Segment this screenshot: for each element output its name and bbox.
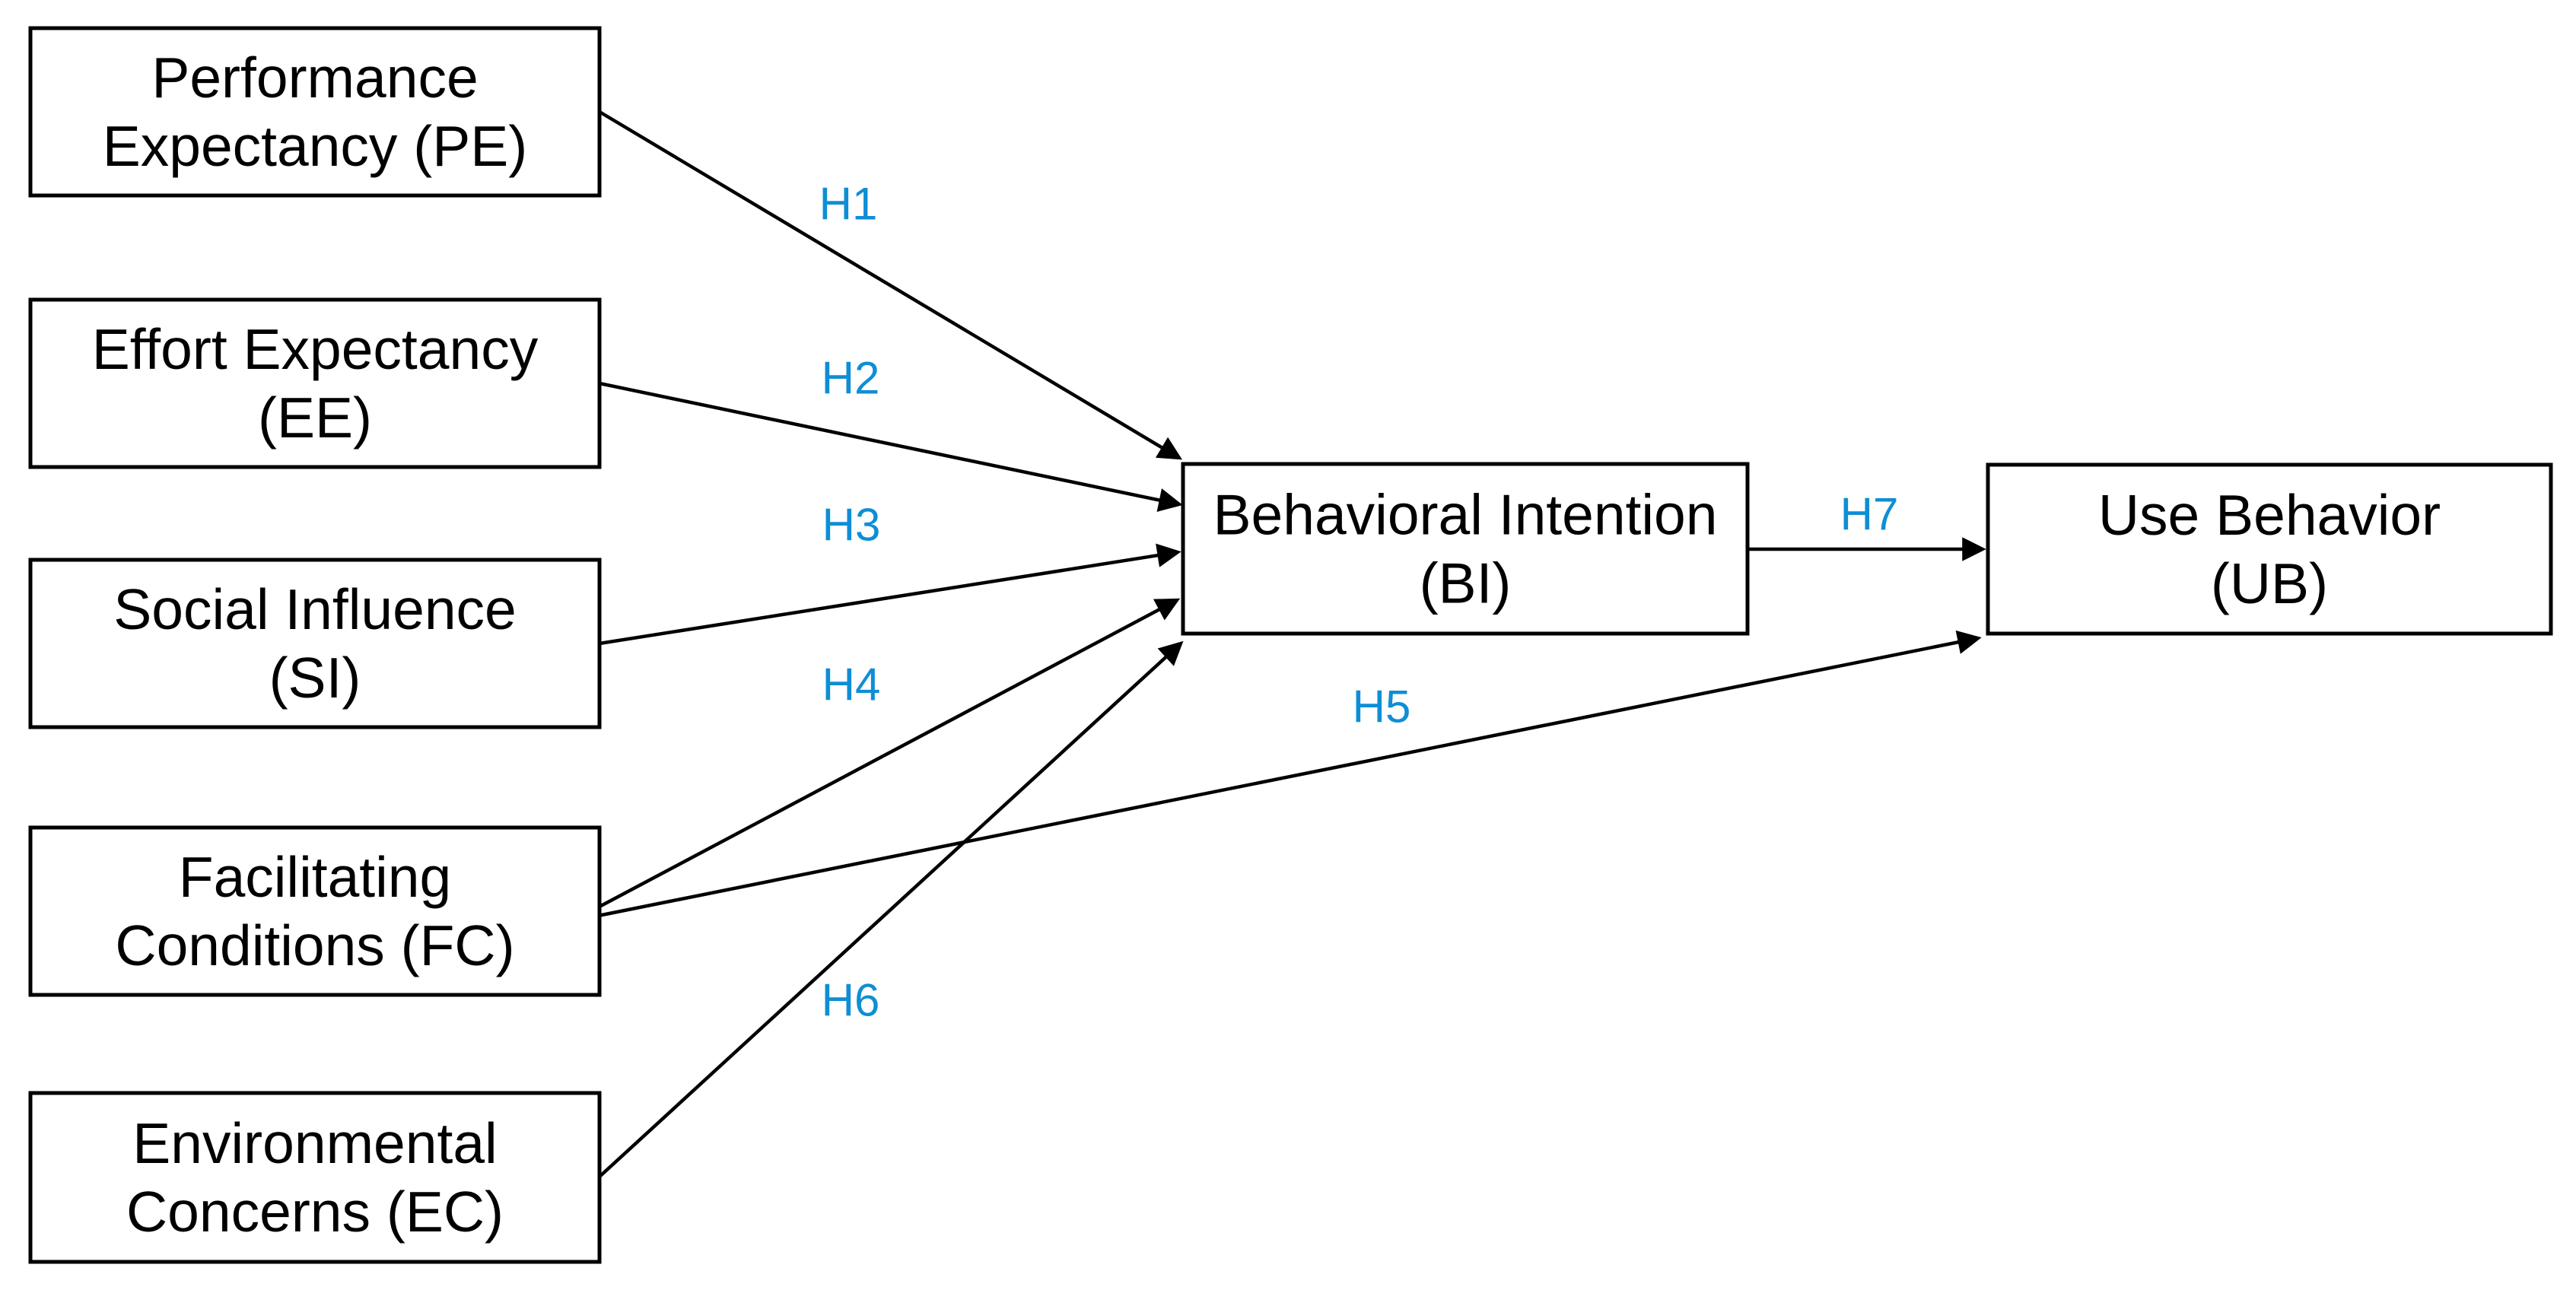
node-box-fc <box>28 825 602 997</box>
node-box-pe <box>28 26 602 198</box>
node-box-ee <box>28 297 602 469</box>
edge-label-h3: H3 <box>822 500 881 551</box>
edge-line-h2 <box>599 381 1183 512</box>
edge-line-h1 <box>598 110 1183 460</box>
node-label-pe-line2: Expectancy (PE) <box>103 114 528 178</box>
node-label-si-line2: (SI) <box>269 646 361 710</box>
edge-label-h2: H2 <box>822 353 880 404</box>
node-label-si-line1: Social Influence <box>113 577 517 641</box>
node-label-ee-line2: (EE) <box>258 386 372 450</box>
node-label-ec-line1: Environmental <box>132 1111 497 1175</box>
node-label-pe-line1: Performance <box>151 46 478 110</box>
node-label-fc-line1: Facilitating <box>179 845 451 909</box>
edge-label-h7: H7 <box>1840 489 1899 540</box>
edge-line-h3 <box>599 543 1181 646</box>
node-box-ec <box>28 1091 602 1264</box>
edge-label-h4: H4 <box>822 659 881 710</box>
node-box-bi <box>1181 462 1750 636</box>
node-label-ub-line1: Use Behavior <box>2098 483 2441 547</box>
node-label-bi-line1: Behavioral Intention <box>1213 483 1718 547</box>
edge-line-h6 <box>598 640 1184 1178</box>
node-label-ee-line1: Effort Expectancy <box>92 317 539 381</box>
edges-layer <box>596 110 1986 1178</box>
node-label-fc-line2: Conditions (FC) <box>115 913 514 977</box>
edge-label-h5: H5 <box>1353 682 1411 732</box>
edge-label-h1: H1 <box>819 179 878 230</box>
edge-label-h6: H6 <box>822 975 880 1026</box>
node-label-bi-line2: (BI) <box>1420 551 1512 615</box>
node-box-si <box>28 558 602 729</box>
edge-line-h4 <box>596 598 1181 909</box>
node-label-ec-line2: Concerns (EC) <box>126 1180 504 1244</box>
edge-line-h5 <box>597 630 1982 918</box>
node-label-ub-line2: (UB) <box>2211 551 2328 615</box>
node-box-ub <box>1986 462 2553 636</box>
